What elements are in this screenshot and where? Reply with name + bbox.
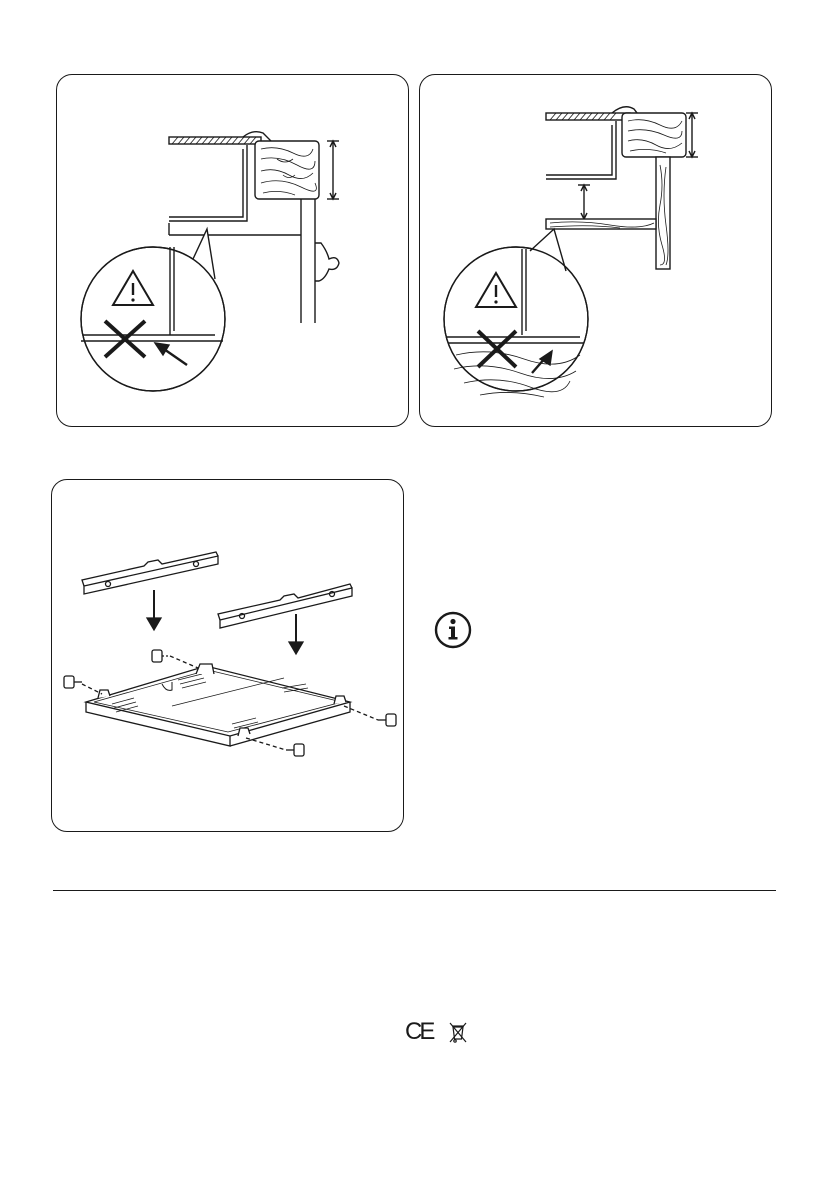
section-divider [53,890,776,891]
down-arrow-icon [289,614,303,654]
ce-mark: CE [405,1018,432,1046]
screw-icon [152,650,170,662]
screw-icon [378,714,396,726]
hob-shelf-diagram [420,75,773,428]
screw-icon [286,744,304,756]
figure-shelf-clearance [419,74,772,427]
compliance-marks: CE [405,1020,475,1046]
hob-worktop-diagram [57,75,410,428]
screw-icon [64,676,82,688]
figure-worktop-clearance [56,74,409,427]
figure-bracket-assembly [51,479,404,832]
crossed-bin-icon [449,1022,467,1044]
protection-box-diagram [52,480,405,833]
info-icon [433,610,473,650]
down-arrow-icon [147,590,161,630]
